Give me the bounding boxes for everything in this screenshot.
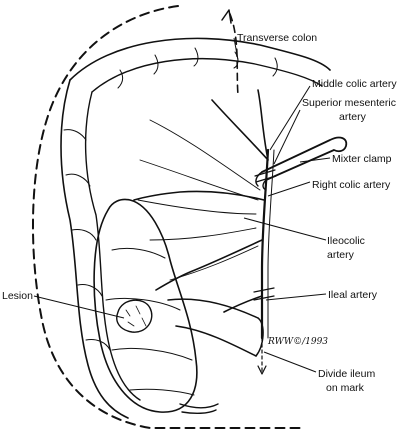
label-superior-mesenteric-1: Superior mesenteric [302,97,396,109]
right-colic-artery [133,190,265,201]
leader-superior-mesenteric [273,109,301,165]
leader-ileocolic [243,217,327,241]
leader-ileal-artery [265,293,327,301]
ileal-artery [223,295,263,313]
lesion-mass [116,299,153,333]
superior-mesenteric-artery [260,148,270,340]
ascending-colon-inner [84,91,141,401]
label-superior-mesenteric-2: artery [339,111,367,123]
label-transverse-colon: Transverse colon [237,32,317,44]
label-ileocolic-1: Ileocolic [327,235,365,247]
transverse-colon-outer [69,37,331,81]
terminal-ileum-upper [167,298,259,319]
label-right-colic-artery: Right colic artery [312,179,391,191]
leader-middle-colic [269,85,311,151]
appendix [179,403,219,415]
resection-boundary-dashed [32,5,301,429]
leader-lesion [33,295,125,319]
leader-transverse-colon [233,37,239,61]
cecum-outer [93,198,198,413]
ileocolic-artery [155,239,263,291]
artist-signature: RWW©/1993 [267,337,328,347]
leader-right-colic [267,181,311,197]
ascending-colon-haustra [63,129,111,351]
label-mixter-clamp: Mixter clamp [332,153,392,165]
label-divide-ileum-1: Divide ileum [318,368,375,380]
mesentery-fold-lines [137,119,261,281]
cecum-haustra [105,247,195,396]
leader-divide-ileum [263,351,317,373]
label-ileal-artery: Ileal artery [328,289,378,301]
dashed-arrow-top [221,9,232,24]
lesion-texture [125,305,147,327]
terminal-ileum-lower [175,325,257,357]
ileum-mark-arrow [257,365,267,375]
mixter-clamp [261,136,348,181]
label-lesion: Lesion [2,290,33,302]
mixter-clamp-jaws [255,171,267,191]
superior-mesenteric-artery-inner [267,149,275,339]
label-middle-colic-artery: Middle colic artery [312,78,397,90]
transverse-colon-inner [91,58,323,93]
middle-colic-artery [211,89,269,161]
ligation-marks [253,169,277,301]
transverse-colon-haustra [117,47,278,89]
leader-mixter-clamp [299,157,331,163]
ascending-colon-outer [60,79,129,419]
label-divide-ileum-2: on mark [326,382,365,394]
label-ileocolic-2: artery [327,249,355,261]
